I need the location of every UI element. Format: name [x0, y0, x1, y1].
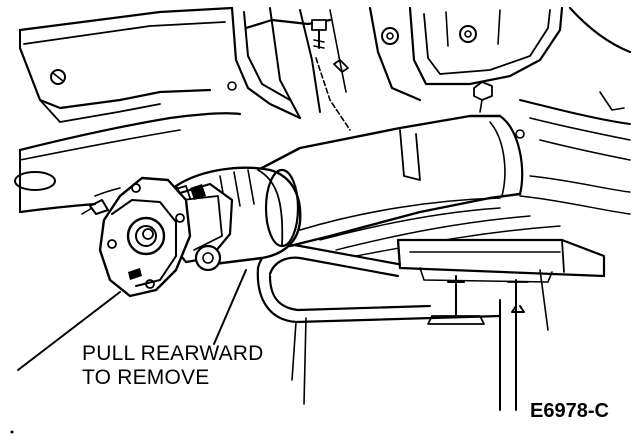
companion-flange [81, 176, 192, 298]
scan-speck [10, 430, 14, 434]
exhaust-pipe [256, 243, 502, 405]
extension-housing [256, 114, 631, 257]
callout-leaders [17, 269, 247, 371]
callout-line-2: TO REMOVE [82, 366, 209, 389]
transmission-mount [396, 238, 606, 411]
callout-line-1: PULL REARWARD [82, 342, 264, 365]
frame-rail [18, 6, 234, 123]
callout-label: PULL REARWARD TO REMOVE [82, 342, 264, 389]
transmission-case [227, 6, 632, 161]
figure-id: E6978-C [530, 400, 609, 422]
cross-member [14, 112, 242, 214]
